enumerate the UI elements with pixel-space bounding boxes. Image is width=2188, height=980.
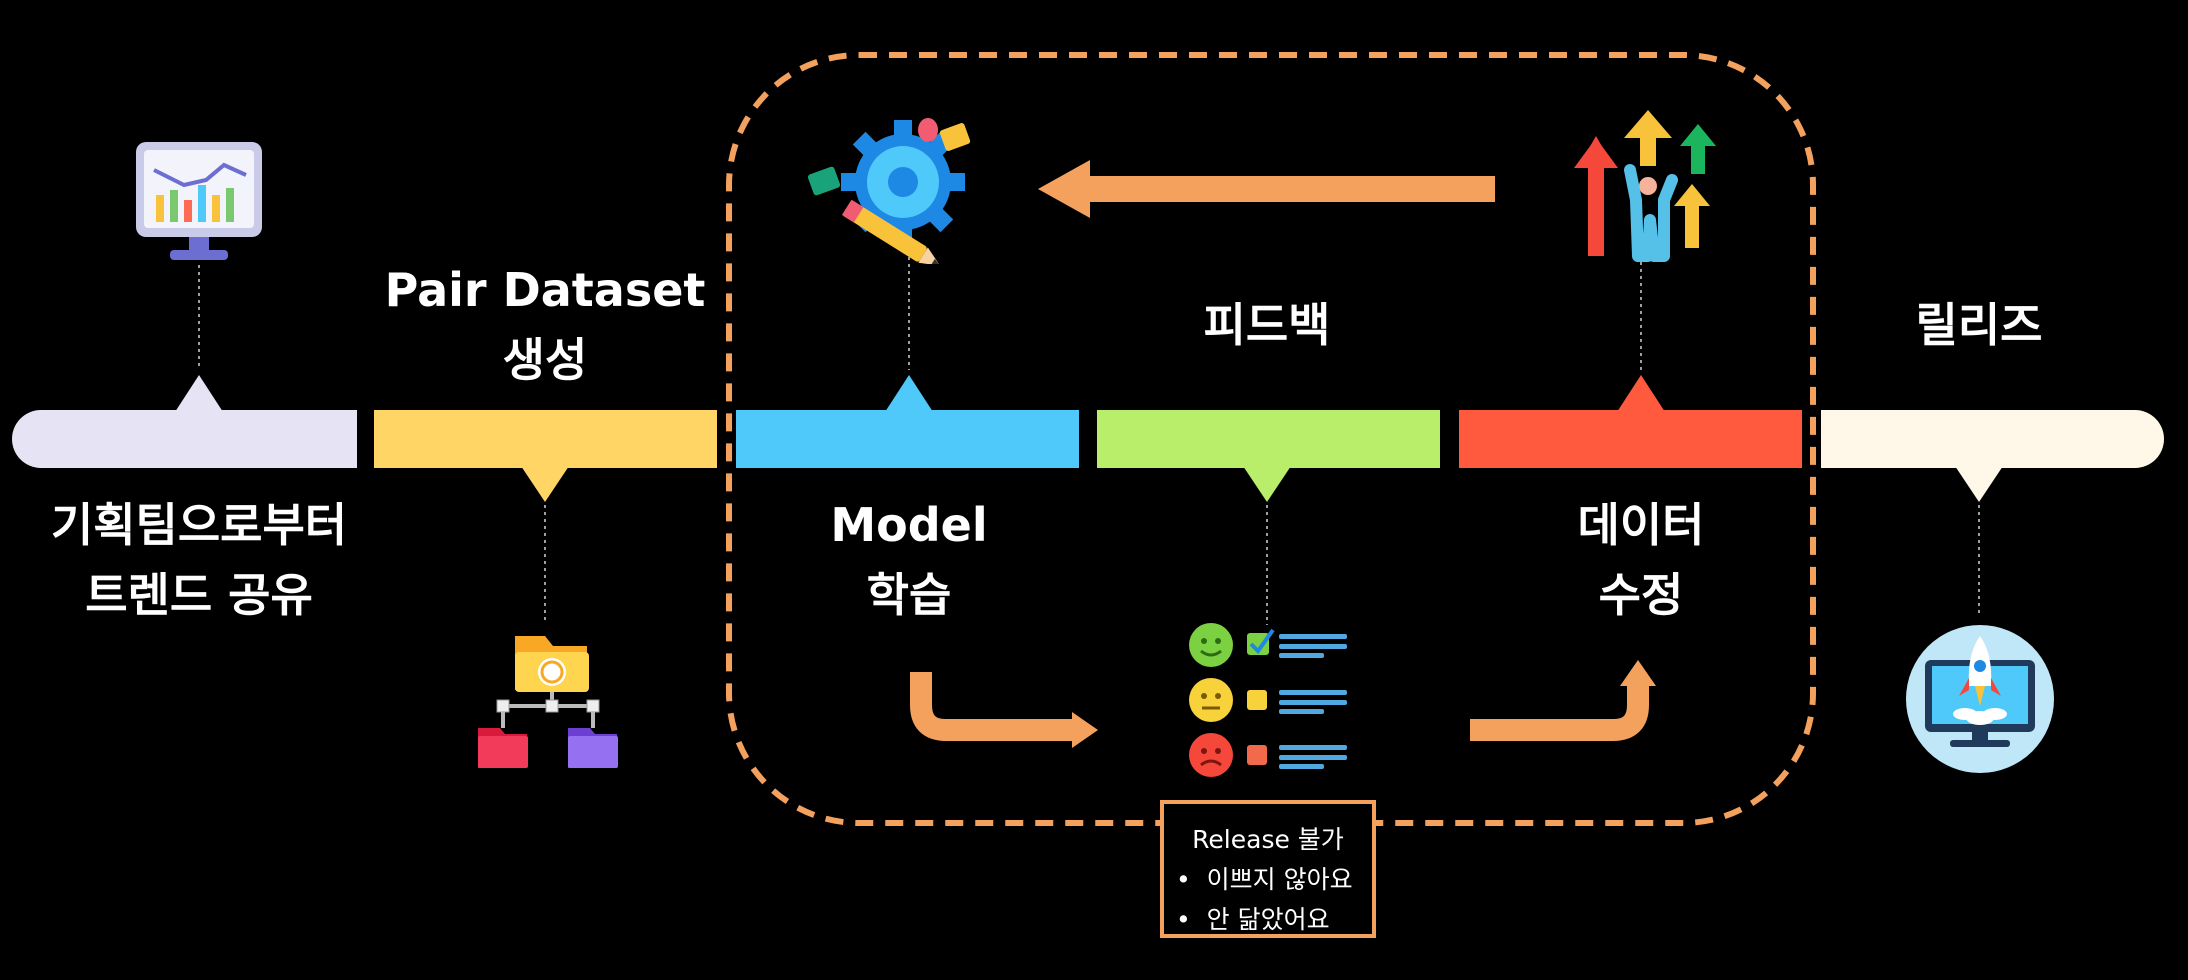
callout-item: • 안 닮았어요 bbox=[1176, 905, 1330, 934]
timeline-segment-model bbox=[736, 410, 1079, 468]
timeline-segment-release bbox=[1821, 410, 2164, 468]
stage-label-release: 릴리즈 bbox=[1915, 298, 2043, 352]
arrow-feedback-to-datafix bbox=[1470, 685, 1649, 741]
rocket-monitor-icon bbox=[1906, 625, 2054, 773]
feedback-checklist-icon bbox=[1189, 623, 1347, 777]
gear-pencil-icon bbox=[808, 118, 971, 264]
callout-item: • 이쁘지 않아요 bbox=[1176, 865, 1353, 894]
monitor-chart-icon bbox=[136, 142, 262, 260]
arrow-model-to-feedback bbox=[910, 672, 1075, 741]
bullet-icon: • bbox=[1176, 865, 1207, 894]
growth-arrows-person-icon bbox=[1574, 110, 1716, 262]
stage-label-feedback: 피드백 bbox=[1203, 298, 1331, 352]
release-blocked-callout: Release 불가 • 이쁘지 않아요 • 안 닮았어요 bbox=[1160, 800, 1376, 938]
timeline-segment-datafix bbox=[1459, 410, 1802, 468]
timeline-segment-dataset bbox=[374, 410, 717, 468]
folder-network-icon bbox=[478, 636, 618, 768]
bullet-icon: • bbox=[1176, 905, 1207, 934]
callout-title: Release 불가 bbox=[1192, 825, 1344, 854]
timeline-segment-trend bbox=[12, 410, 357, 468]
back-arrow bbox=[1038, 160, 1495, 218]
timeline-segment-feedback bbox=[1097, 410, 1440, 468]
